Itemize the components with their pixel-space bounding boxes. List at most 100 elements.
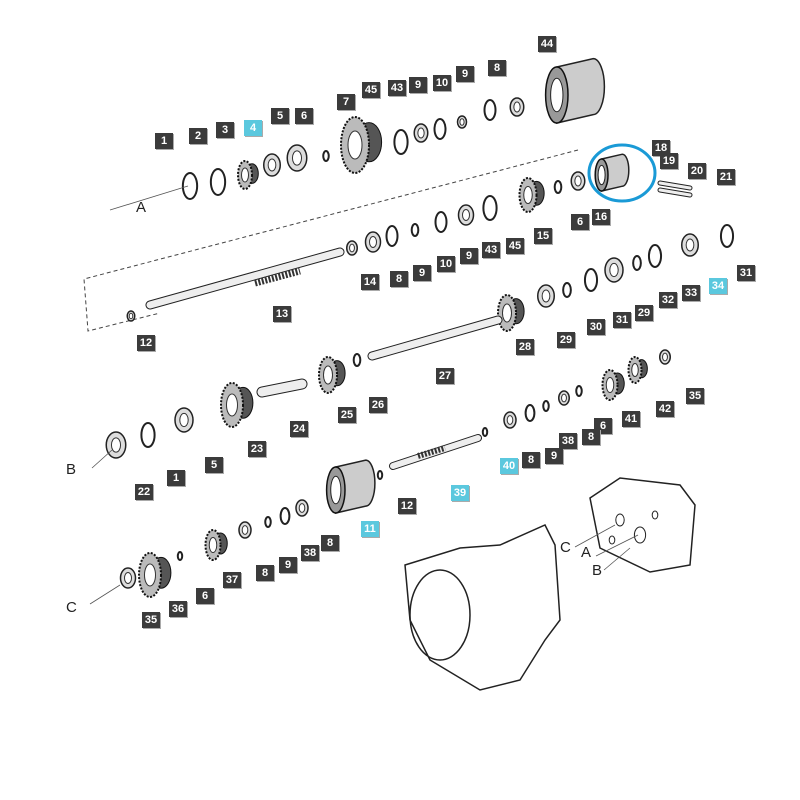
part-callout[interactable]: 11: [361, 521, 379, 537]
part-callout[interactable]: 35: [686, 388, 704, 404]
part-callout[interactable]: 39: [451, 485, 469, 501]
drum-body: [556, 57, 606, 124]
bearing-bore: [574, 175, 582, 187]
snap-ring: [482, 195, 498, 221]
housing-bore: [615, 513, 625, 527]
part-callout[interactable]: 6: [295, 108, 313, 124]
part-callout[interactable]: 9: [460, 248, 478, 264]
part-callout[interactable]: 35: [142, 612, 160, 628]
part-callout[interactable]: 13: [273, 306, 291, 322]
part-callout[interactable]: 8: [522, 452, 540, 468]
part-callout[interactable]: 41: [622, 411, 640, 427]
part-callout[interactable]: 25: [338, 407, 356, 423]
bearing-bore: [541, 289, 551, 303]
part-callout[interactable]: 8: [321, 535, 339, 551]
part-callout[interactable]: 1: [155, 133, 173, 149]
part-callout[interactable]: 12: [137, 335, 155, 351]
part-callout[interactable]: 29: [635, 305, 653, 321]
part-callout[interactable]: 27: [436, 368, 454, 384]
reference-letter: A: [581, 544, 592, 561]
housing-bore: [608, 535, 616, 545]
part-callout[interactable]: 15: [534, 228, 552, 244]
pin: [658, 181, 692, 190]
part-callout[interactable]: 20: [688, 163, 706, 179]
part-callout[interactable]: 9: [279, 557, 297, 573]
part-callout[interactable]: 31: [613, 312, 631, 328]
part-callout[interactable]: 44: [538, 36, 556, 52]
part-callout[interactable]: 4: [244, 120, 262, 136]
part-callout[interactable]: 7: [337, 94, 355, 110]
part-callout[interactable]: 19: [660, 153, 678, 169]
part-callout[interactable]: 38: [559, 433, 577, 449]
part-callout[interactable]: 18: [652, 140, 670, 156]
reference-letter: B: [66, 461, 77, 478]
reference-letter: C: [66, 599, 77, 616]
part-callout[interactable]: 42: [656, 401, 674, 417]
part-callout[interactable]: 33: [682, 285, 700, 301]
snap-ring: [583, 268, 599, 292]
part-callout[interactable]: 12: [398, 498, 416, 514]
part-callout[interactable]: 9: [545, 448, 563, 464]
part-callout[interactable]: 40: [500, 458, 518, 474]
part-callout[interactable]: 2: [189, 128, 207, 144]
bearing-bore: [417, 127, 425, 139]
part-callout[interactable]: 32: [659, 292, 677, 308]
part-callout[interactable]: 14: [361, 274, 379, 290]
gear-bore: [241, 167, 249, 183]
highlight-circle: [587, 143, 657, 203]
part-callout[interactable]: 9: [456, 66, 474, 82]
drum-body: [335, 459, 376, 514]
snap-ring: [410, 223, 420, 237]
part-callout[interactable]: 5: [205, 457, 223, 473]
part-callout[interactable]: 21: [717, 169, 735, 185]
gear-bore: [631, 363, 639, 377]
snap-ring: [181, 172, 199, 200]
part-callout[interactable]: 10: [437, 256, 455, 272]
gear-bore: [226, 393, 238, 417]
main-shaft: [146, 248, 344, 309]
part-callout[interactable]: 34: [709, 278, 727, 294]
part-callout[interactable]: 23: [248, 441, 266, 457]
part-callout[interactable]: 45: [506, 238, 524, 254]
part-callout[interactable]: 10: [433, 75, 451, 91]
gear-bore: [523, 186, 533, 204]
leader-line: [595, 534, 639, 557]
part-callout[interactable]: 8: [582, 429, 600, 445]
part-callout[interactable]: 29: [557, 332, 575, 348]
part-callout[interactable]: 9: [409, 77, 427, 93]
part-callout[interactable]: 8: [390, 271, 408, 287]
transmission-housing: [404, 524, 561, 691]
dashed-group-outline: [83, 149, 579, 332]
part-callout[interactable]: 8: [256, 565, 274, 581]
gear-bore: [144, 563, 156, 587]
part-callout[interactable]: 9: [413, 265, 431, 281]
snap-ring: [524, 404, 536, 422]
reference-letter: A: [136, 199, 147, 216]
part-callout[interactable]: 38: [301, 545, 319, 561]
output-shaft: [368, 316, 502, 360]
part-callout[interactable]: 26: [369, 397, 387, 413]
part-callout[interactable]: 28: [516, 339, 534, 355]
part-callout[interactable]: 1: [167, 470, 185, 486]
part-callout[interactable]: 8: [488, 60, 506, 76]
part-callout[interactable]: 24: [290, 421, 308, 437]
rear-housing-plate: [589, 477, 696, 573]
part-callout[interactable]: 43: [482, 242, 500, 258]
part-callout[interactable]: 37: [223, 572, 241, 588]
part-callout[interactable]: 5: [271, 108, 289, 124]
bearing-bore: [506, 415, 514, 425]
bearing-bore: [609, 262, 619, 278]
part-callout[interactable]: 31: [737, 265, 755, 281]
part-callout[interactable]: 30: [587, 319, 605, 335]
gear-bore: [208, 537, 218, 553]
part-callout[interactable]: 22: [135, 484, 153, 500]
part-callout[interactable]: 36: [169, 601, 187, 617]
gear-bore: [323, 365, 333, 385]
part-callout[interactable]: 45: [362, 82, 380, 98]
part-callout[interactable]: 3: [216, 122, 234, 138]
part-callout[interactable]: 43: [388, 80, 406, 96]
part-callout[interactable]: 6: [196, 588, 214, 604]
part-callout[interactable]: 16: [592, 209, 610, 225]
leader-line: [574, 524, 616, 548]
part-callout[interactable]: 6: [571, 214, 589, 230]
